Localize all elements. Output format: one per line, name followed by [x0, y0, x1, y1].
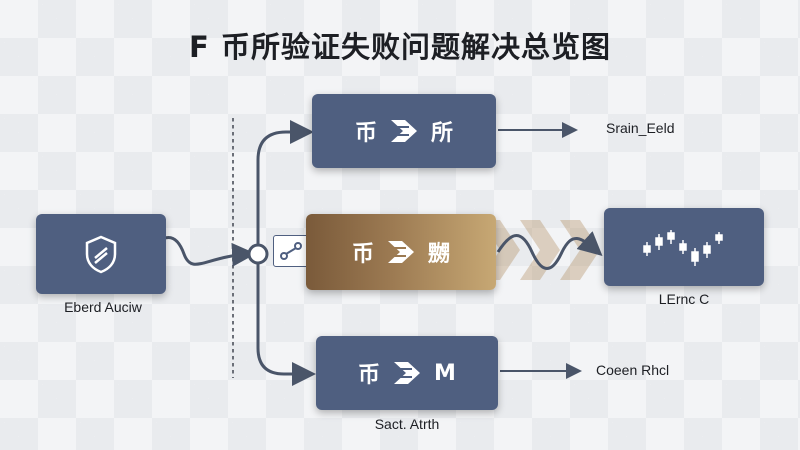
- stripes-icon: [386, 239, 416, 265]
- node-text-right: 嬲: [428, 242, 451, 267]
- top-node: 币 所: [312, 94, 496, 168]
- shield-icon: [83, 234, 119, 274]
- node-text-right: M: [434, 360, 456, 386]
- candlestick-icon: [639, 222, 729, 272]
- source-label: Eberd Auciw: [64, 299, 142, 315]
- bottom-node: 币 M: [316, 336, 498, 410]
- node-text-left: 币: [351, 242, 374, 267]
- stripes-icon: [392, 360, 422, 386]
- stripes-icon: [389, 118, 419, 144]
- result-label: LErnc C: [658, 291, 710, 307]
- node-text-left: 币: [358, 363, 381, 388]
- node-text-right: 所: [431, 121, 454, 146]
- middle-node: 币 嬲: [306, 214, 496, 290]
- node-text-left: 币: [354, 121, 377, 146]
- result-node: [604, 208, 764, 286]
- link-icon: [273, 235, 309, 267]
- source-node: [36, 214, 166, 294]
- bottom-output-label: Coeen Rhcl: [596, 362, 670, 378]
- bottom-node-label: Sact. Atrth: [374, 416, 440, 432]
- top-output-label: Srain_Eeld: [606, 120, 675, 136]
- page-title: F 币所验证失败问题解决总览图: [189, 30, 611, 64]
